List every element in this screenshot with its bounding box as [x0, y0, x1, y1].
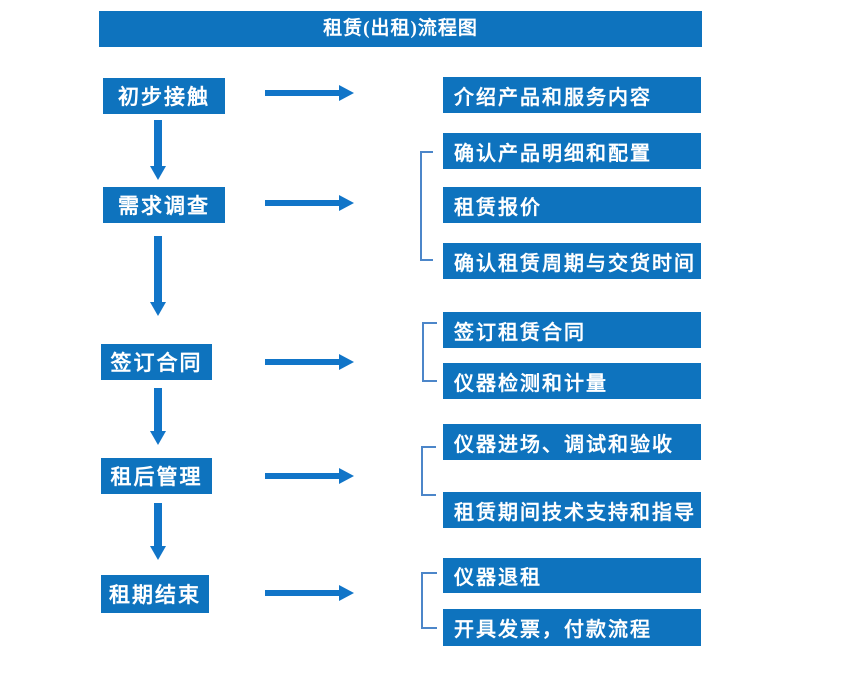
arrow-down-step2-step3 [150, 236, 166, 316]
flowchart-title: 租赁(出租)流程图 [99, 11, 702, 47]
detail-box-invoice-payment: 开具发票，付款流程 [443, 609, 701, 646]
arrow-down-step3-step4 [150, 388, 166, 445]
arrow-right-step1 [265, 85, 354, 101]
step-box-initial-contact: 初步接触 [103, 78, 225, 114]
arrow-right-step4 [265, 468, 354, 484]
detail-box-instrument-return: 仪器退租 [443, 558, 701, 593]
arrow-down-step4-step5 [150, 503, 166, 560]
detail-box-confirm-period-delivery: 确认租赁周期与交货时间 [443, 243, 701, 279]
detail-box-instrument-testing: 仪器检测和计量 [443, 363, 701, 399]
bracket-details-7-8 [421, 446, 436, 496]
arrow-right-step5 [265, 585, 354, 601]
arrow-right-step2 [265, 195, 354, 211]
bracket-details-2-4 [420, 151, 433, 261]
arrow-right-step3 [265, 354, 354, 370]
bracket-details-9-10 [421, 572, 437, 629]
detail-box-tech-support: 租赁期间技术支持和指导 [443, 492, 701, 528]
step-box-rental-end: 租期结束 [101, 575, 209, 613]
detail-box-sign-rental-contract: 签订租赁合同 [443, 312, 701, 348]
step-box-demand-survey: 需求调查 [103, 187, 225, 223]
bracket-details-5-6 [422, 322, 437, 382]
arrow-down-step1-step2 [150, 120, 166, 180]
detail-box-instrument-acceptance: 仪器进场、调试和验收 [443, 424, 701, 460]
step-box-post-rental-mgmt: 租后管理 [101, 458, 212, 494]
detail-box-rental-quotation: 租赁报价 [443, 187, 701, 223]
step-box-sign-contract: 签订合同 [101, 344, 212, 380]
detail-box-confirm-product-config: 确认产品明细和配置 [443, 133, 701, 169]
detail-box-introduce-products: 介绍产品和服务内容 [443, 77, 701, 113]
